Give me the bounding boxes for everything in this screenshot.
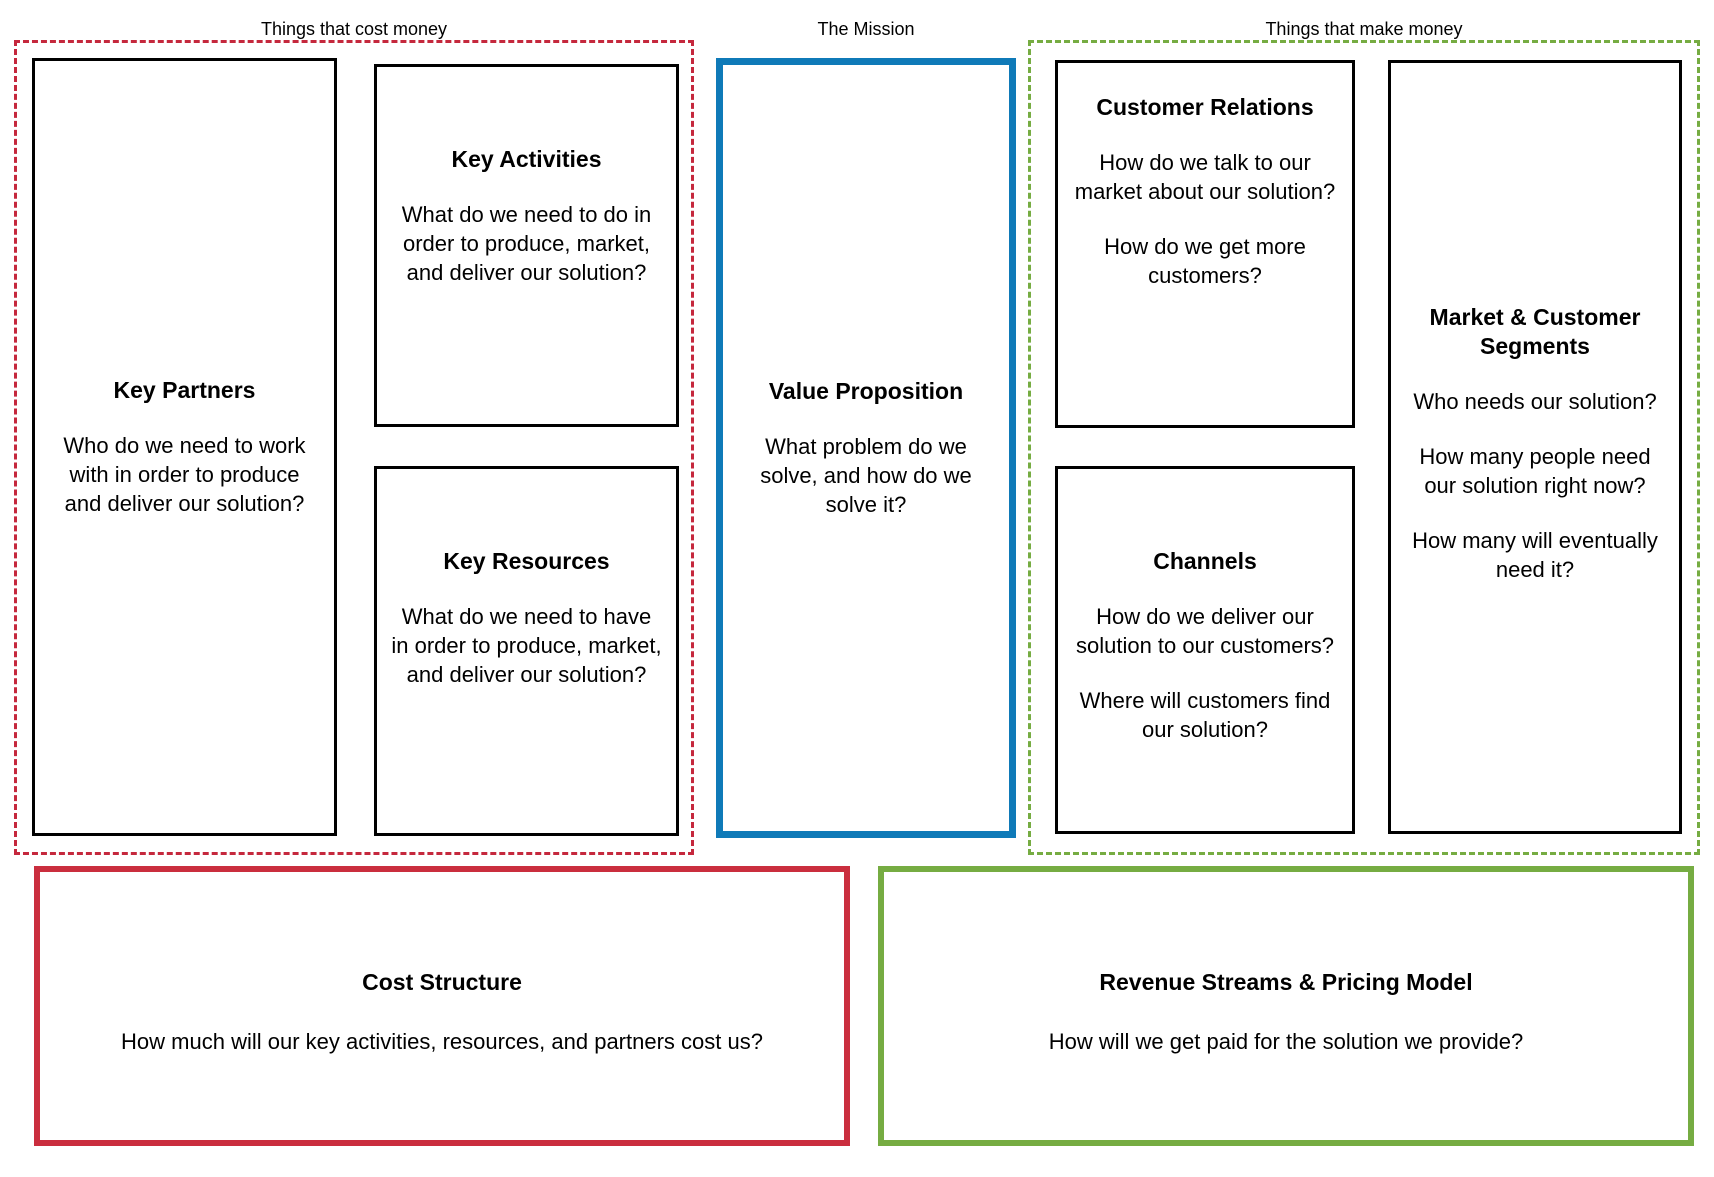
key-partners-title: Key Partners <box>113 377 256 403</box>
market-segments-body-1: Who needs our solution? <box>1413 389 1657 414</box>
block-key-activities[interactable]: Key Activities What do we need to do in … <box>374 64 679 427</box>
block-customer-relations[interactable]: Customer Relations How do we talk to our… <box>1055 60 1355 428</box>
group-frame-cost-money <box>14 40 694 855</box>
band-label-the-mission: The Mission <box>817 19 915 39</box>
market-segments-title: Market & Customer Segments <box>1429 304 1641 359</box>
market-segments-body-3: How many will eventually need it? <box>1412 528 1658 582</box>
block-key-partners[interactable]: Key Partners Who do we need to work with… <box>32 58 337 836</box>
key-partners-body: Who do we need to work with in order to … <box>63 433 306 516</box>
key-resources-body: What do we need to have in order to prod… <box>391 604 662 687</box>
block-market-customer-segments[interactable]: Market & Customer Segments Who needs our… <box>1388 60 1682 834</box>
value-proposition-title: Value Proposition <box>768 378 964 404</box>
channels-title: Channels <box>1153 548 1257 574</box>
key-activities-title: Key Activities <box>451 146 602 172</box>
band-label-cost-money: Things that cost money <box>260 19 448 39</box>
cost-structure-title: Cost Structure <box>362 969 522 995</box>
market-segments-body-2: How many people need our solution right … <box>1419 444 1651 498</box>
revenue-streams-body: How will we get paid for the solution we… <box>1048 1029 1524 1054</box>
block-value-proposition[interactable]: Value Proposition What problem do we sol… <box>716 58 1016 838</box>
customer-relations-body-2: How do we get more customers? <box>1104 234 1306 288</box>
block-channels[interactable]: Channels How do we deliver our solution … <box>1055 466 1355 834</box>
band-label-make-money: Things that make money <box>1265 19 1463 39</box>
cost-structure-body: How much will our key activities, resour… <box>121 1029 763 1054</box>
channels-body-2: Where will customers find our solution? <box>1079 688 1331 742</box>
customer-relations-title: Customer Relations <box>1096 94 1314 120</box>
customer-relations-body-1: How do we talk to our market about our s… <box>1074 150 1336 204</box>
block-key-resources[interactable]: Key Resources What do we need to have in… <box>374 466 679 836</box>
group-frame-make-money <box>1028 40 1700 855</box>
revenue-streams-title: Revenue Streams & Pricing Model <box>1099 969 1473 995</box>
channels-body-1: How do we deliver our solution to our cu… <box>1075 604 1335 658</box>
value-proposition-body: What problem do we solve, and how do we … <box>760 434 972 517</box>
key-resources-title: Key Resources <box>443 548 610 574</box>
block-revenue-streams[interactable]: Revenue Streams & Pricing Model How will… <box>878 866 1694 1146</box>
key-activities-body: What do we need to do in order to produc… <box>401 202 652 285</box>
block-cost-structure[interactable]: Cost Structure How much will our key act… <box>34 866 850 1146</box>
